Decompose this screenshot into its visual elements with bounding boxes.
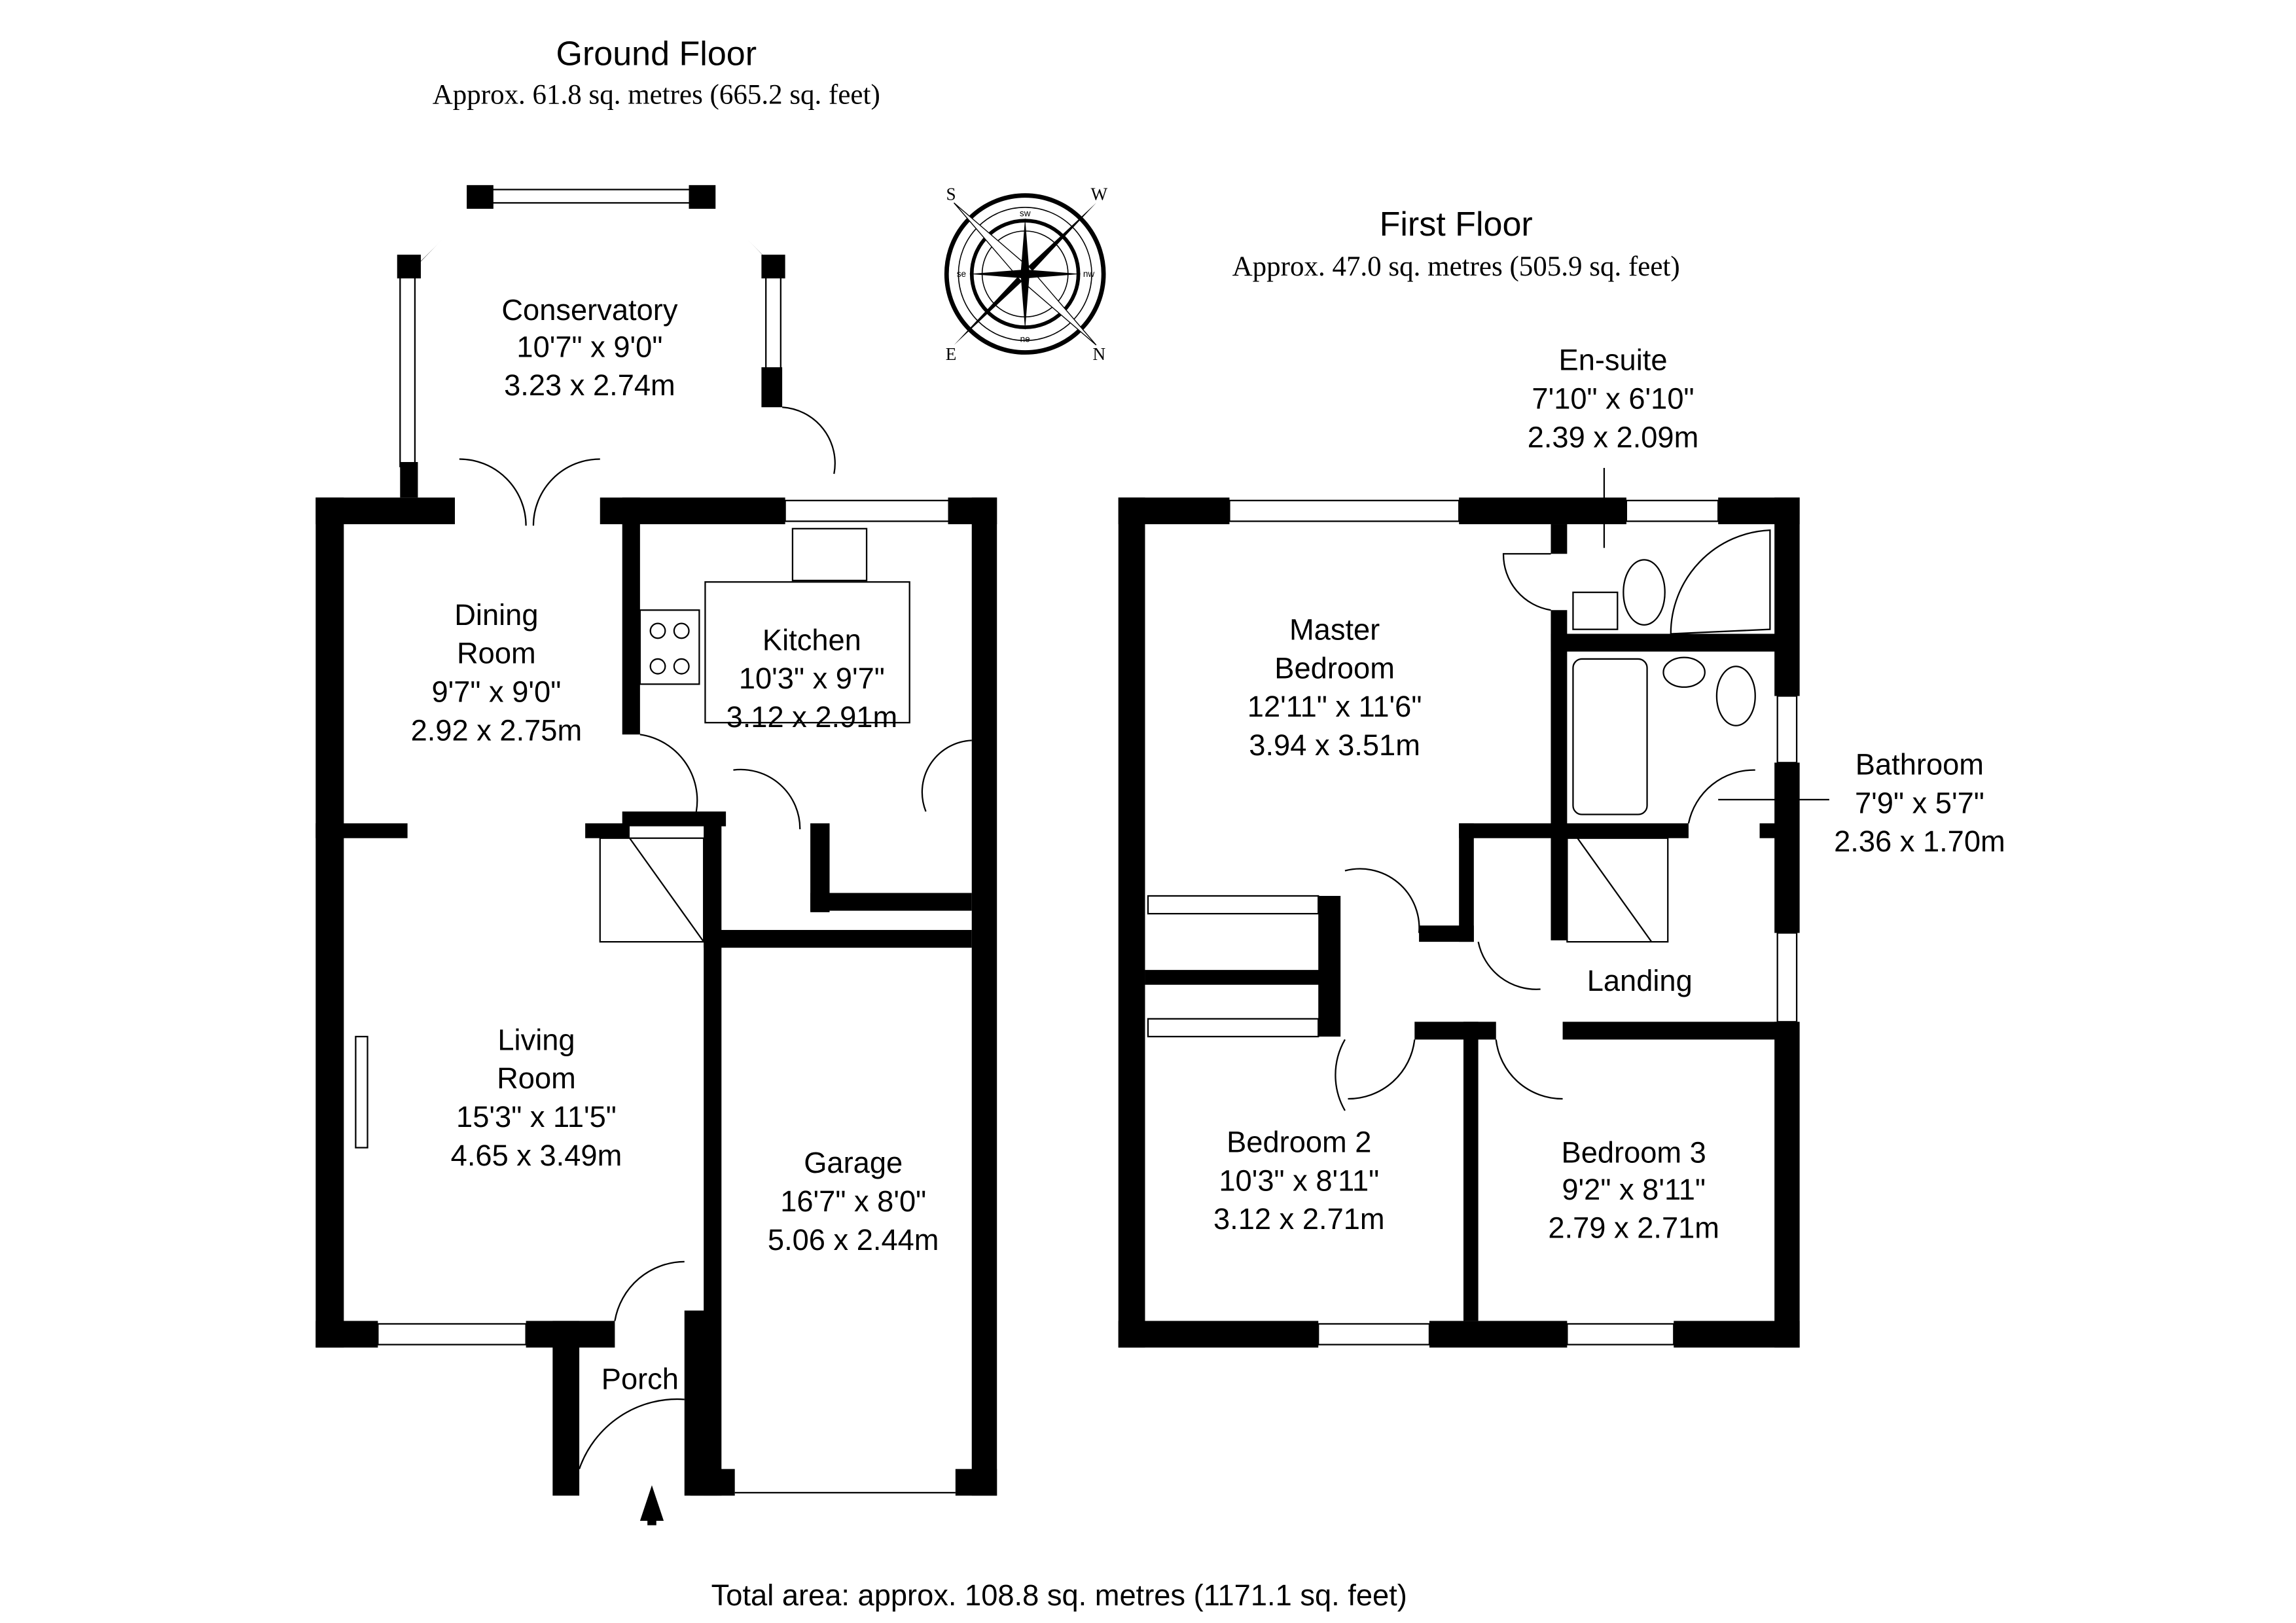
svg-text:3.12 x 2.71m: 3.12 x 2.71m [1213,1202,1385,1236]
svg-text:Room: Room [457,637,536,670]
svg-text:E: E [946,344,957,364]
compass-rose-icon: S W N E sw nw ne se [944,184,1108,364]
svg-text:3.94 x 3.51m: 3.94 x 3.51m [1249,728,1420,762]
svg-text:7'10" x 6'10": 7'10" x 6'10" [1532,382,1694,416]
svg-text:W: W [1091,184,1108,204]
svg-text:En-suite: En-suite [1559,344,1668,377]
svg-text:3.12 x 2.91m: 3.12 x 2.91m [726,700,898,734]
total-area: Total area: approx. 108.8 sq. metres (11… [711,1578,1407,1612]
svg-text:Living: Living [497,1023,575,1056]
first-floor-walls [1118,468,1829,1348]
svg-text:2.92 x 2.75m: 2.92 x 2.75m [411,713,583,747]
svg-text:12'11" x 11'6": 12'11" x 11'6" [1247,690,1422,723]
ground-floor-title: Ground Floor [556,35,757,73]
svg-text:2.79 x 2.71m: 2.79 x 2.71m [1548,1211,1719,1245]
room-en-suite: En-suite 7'10" x 6'10" 2.39 x 2.09m [1528,344,1699,454]
room-conservatory: Conservatory 10'7" x 9'0" 3.23 x 2.74m [501,293,677,402]
svg-text:5.06 x 2.44m: 5.06 x 2.44m [768,1223,939,1257]
svg-text:16'7" x 8'0": 16'7" x 8'0" [780,1185,926,1218]
room-porch: Porch [601,1362,679,1395]
svg-text:2.36 x 1.70m: 2.36 x 1.70m [1834,825,2005,858]
room-bathroom: Bathroom 7'9" x 5'7" 2.36 x 1.70m [1834,747,2005,858]
svg-text:4.65 x 3.49m: 4.65 x 3.49m [451,1139,622,1172]
svg-text:9'7" x 9'0": 9'7" x 9'0" [431,675,561,709]
room-master-bedroom: Master Bedroom 12'11" x 11'6" 3.94 x 3.5… [1247,613,1422,762]
room-bedroom-3: Bedroom 3 9'2" x 8'11" 2.79 x 2.71m [1548,1135,1719,1244]
svg-text:sw: sw [1020,208,1031,218]
svg-text:10'3" x 9'7": 10'3" x 9'7" [739,662,885,695]
svg-text:Conservatory: Conservatory [501,293,677,327]
svg-text:N: N [1093,344,1106,364]
room-kitchen: Kitchen 10'3" x 9'7" 3.12 x 2.91m [726,623,898,734]
svg-text:Bedroom: Bedroom [1274,651,1395,685]
ground-floor-area: Approx. 61.8 sq. metres (665.2 sq. feet) [433,79,880,110]
svg-text:Bedroom 3: Bedroom 3 [1562,1135,1706,1169]
first-floor-area: Approx. 47.0 sq. metres (505.9 sq. feet) [1232,251,1680,282]
svg-text:10'7" x 9'0": 10'7" x 9'0" [516,330,662,363]
room-landing: Landing [1587,964,1693,997]
room-living-room: Living Room 15'3" x 11'5" 4.65 x 3.49m [451,1023,622,1171]
svg-text:3.23 x 2.74m: 3.23 x 2.74m [504,368,675,402]
svg-text:Kitchen: Kitchen [762,623,861,656]
room-bedroom-2: Bedroom 2 10'3" x 8'11" 3.12 x 2.71m [1213,1125,1385,1236]
ground-floor-walls [315,185,997,1525]
room-garage: Garage 16'7" x 8'0" 5.06 x 2.44m [768,1146,939,1257]
entrance-arrow-icon [639,1485,664,1525]
svg-text:ne: ne [1020,334,1030,344]
svg-text:15'3" x 11'5": 15'3" x 11'5" [456,1100,617,1133]
svg-text:Room: Room [497,1061,576,1095]
svg-text:S: S [946,184,956,204]
svg-text:se: se [957,269,966,279]
svg-text:10'3" x 8'11": 10'3" x 8'11" [1219,1164,1379,1197]
first-floor-title: First Floor [1380,205,1533,243]
svg-text:nw: nw [1083,269,1095,279]
svg-text:Garage: Garage [804,1146,903,1179]
svg-text:Bedroom 2: Bedroom 2 [1227,1125,1371,1158]
svg-text:9'2" x 8'11": 9'2" x 8'11" [1562,1173,1706,1206]
svg-text:Master: Master [1289,613,1380,647]
svg-text:2.39 x 2.09m: 2.39 x 2.09m [1528,420,1699,454]
room-dining-room: Dining Room 9'7" x 9'0" 2.92 x 2.75m [411,598,583,747]
svg-text:Bathroom: Bathroom [1856,747,1984,781]
svg-text:7'9" x 5'7": 7'9" x 5'7" [1855,786,1984,819]
svg-text:Dining: Dining [454,598,538,632]
